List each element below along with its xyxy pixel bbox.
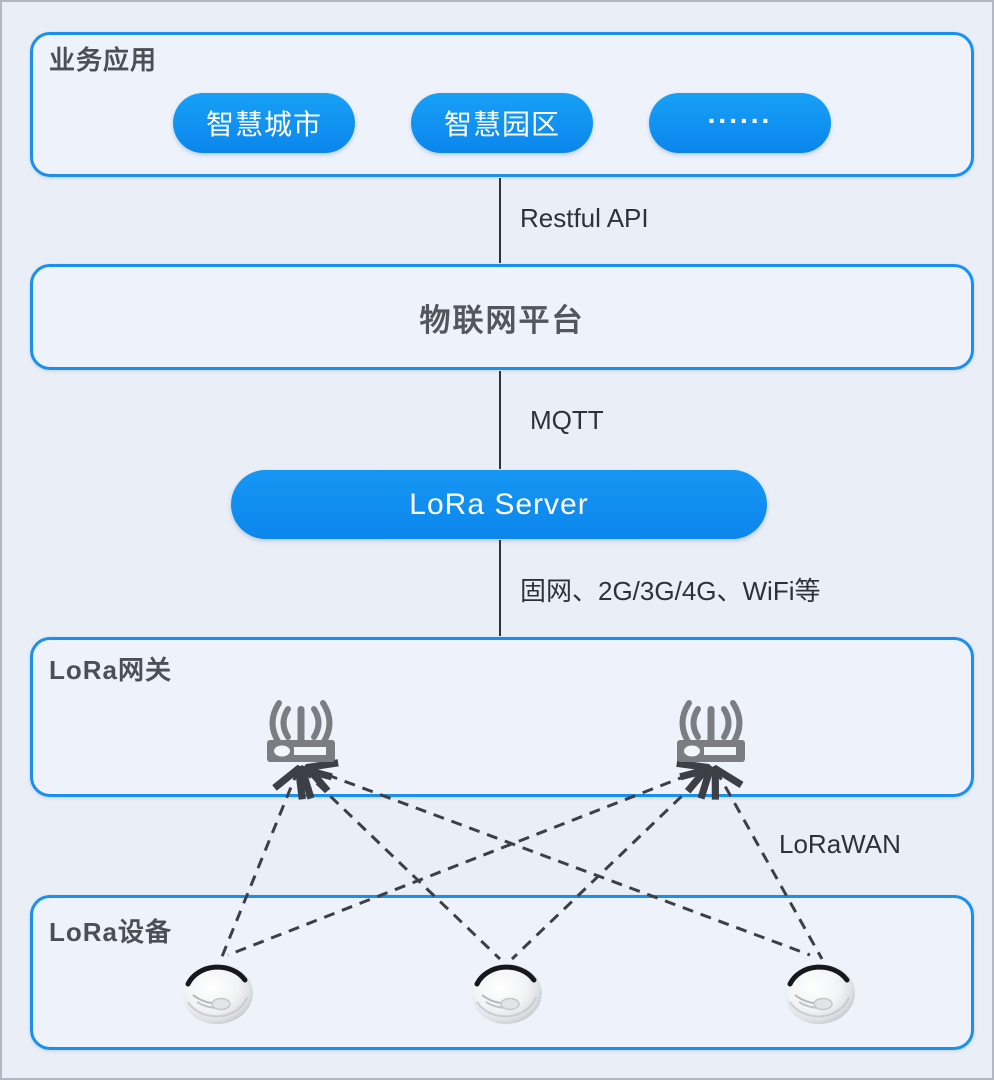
lora-devices-title: LoRa设备 <box>49 917 173 947</box>
pill-more-apps: ...... <box>649 93 831 153</box>
lora-gateway-box: LoRa网关 <box>30 637 974 797</box>
pill-more-apps-label: ...... <box>707 98 773 129</box>
pill-smart-park-label: 智慧园区 <box>443 109 560 140</box>
mqtt-label: MQTT <box>530 405 604 435</box>
pill-smart-city-label: 智慧城市 <box>205 109 322 140</box>
lora-gateway-title: LoRa网关 <box>49 655 173 685</box>
business-apps-title: 业务应用 <box>49 45 158 75</box>
backhaul-label: 固网、2G/3G/4G、WiFi等 <box>520 576 821 606</box>
iot-platform-box: 物联网平台 <box>30 264 974 370</box>
lorawan-label: LoRaWAN <box>779 829 901 859</box>
pill-smart-park: 智慧园区 <box>411 93 593 153</box>
business-apps-pill-row: 智慧城市 智慧园区 ...... <box>33 93 971 153</box>
lora-server-node: LoRa Server <box>231 470 767 539</box>
iot-platform-title: 物联网平台 <box>419 302 585 338</box>
business-apps-box: 业务应用 智慧城市 智慧园区 ...... <box>30 32 974 177</box>
pill-smart-city: 智慧城市 <box>173 93 355 153</box>
lora-devices-box: LoRa设备 <box>30 895 974 1050</box>
lora-server-label: LoRa Server <box>409 487 589 521</box>
restful-api-label: Restful API <box>520 203 649 233</box>
